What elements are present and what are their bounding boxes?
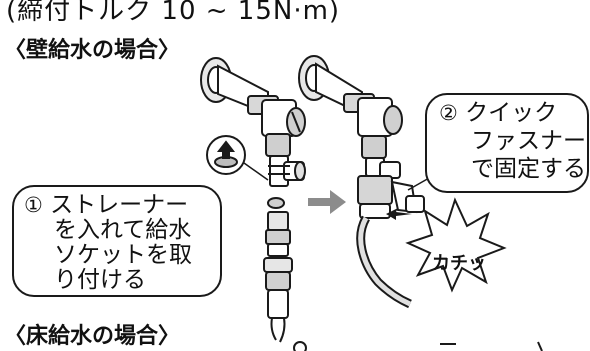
callout-step2: ② クイック ファスナー で固定する: [425, 93, 589, 193]
step1-line1: ストレーナー: [50, 192, 189, 218]
faucet-left-icon: [200, 57, 306, 187]
right-arrow-icon: [308, 190, 346, 214]
strainer-icon: [265, 197, 291, 257]
step1-line3: ソケットを取: [54, 242, 192, 268]
wall-supply-heading: 〈壁給水の場合〉: [4, 38, 181, 63]
step2-number: ②: [439, 101, 458, 125]
step1-line4: り付ける: [54, 267, 146, 293]
hose-icon: [263, 257, 293, 343]
faucet-right-icon: [298, 55, 425, 309]
click-sound-label: カチッ: [432, 253, 486, 274]
callout-step1: ① ストレーナー を入れて給水 ソケットを取 り付ける: [12, 185, 222, 297]
step1-line2: を入れて給水: [54, 217, 192, 243]
step2-line1: クイック: [465, 100, 558, 126]
step1-number: ①: [24, 193, 43, 217]
step2-line2: ファスナー: [471, 128, 586, 154]
torque-note: (締付トルク 10 ~ 15N·m): [6, 0, 341, 26]
click-starburst: [405, 197, 507, 293]
floor-supply-heading: 〈床給水の場合〉: [4, 324, 181, 349]
next-figure-fragment: [293, 341, 543, 351]
step2-line3: で固定する: [471, 156, 586, 182]
up-arrow-icon: [206, 135, 269, 181]
